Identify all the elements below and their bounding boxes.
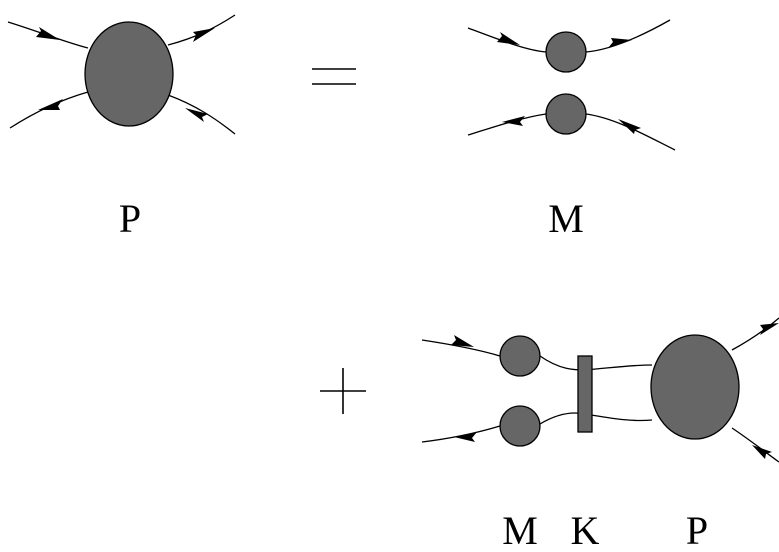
mkp-arrow-bottom-in xyxy=(752,445,772,459)
p-arrow-bottom-out xyxy=(38,99,63,110)
m-top-blob xyxy=(545,31,587,73)
m-arrow-top-out xyxy=(608,38,632,48)
label-m-top: M xyxy=(548,196,584,241)
label-p-left: P xyxy=(119,196,141,241)
mkp-outgoing-bottom-line xyxy=(421,425,501,443)
p-four-point-diagram xyxy=(7,14,236,135)
label-p-bottom: P xyxy=(686,508,708,552)
mkp-kernel-bar xyxy=(577,355,593,433)
mkp-m-bottom-blob xyxy=(499,405,541,447)
m-bottom-blob xyxy=(545,93,587,135)
mkp-ladder-diagram xyxy=(421,317,779,463)
mkp-top-connector xyxy=(539,355,653,371)
mkp-incoming-bottom-line xyxy=(731,427,779,463)
mkp-arrow-top-in xyxy=(451,335,474,347)
m-disconnected-diagram xyxy=(467,19,676,151)
p-blob xyxy=(84,21,174,127)
equals-sign xyxy=(312,68,356,85)
m-arrow-bottom-in xyxy=(618,119,641,134)
mkp-p-blob xyxy=(650,334,740,440)
label-m-bottom: M xyxy=(502,508,538,552)
mkp-m-top-blob xyxy=(499,335,541,377)
m-arrow-top-in xyxy=(497,32,520,45)
label-k-bottom: K xyxy=(571,508,600,552)
p-arrow-top-in xyxy=(36,27,60,40)
plus-sign xyxy=(320,368,366,414)
mkp-outgoing-top-line xyxy=(731,317,779,351)
p-arrow-bottom-in xyxy=(185,108,208,122)
p-incoming-bottom-line xyxy=(167,94,236,135)
mkp-arrow-bottom-out xyxy=(454,432,477,442)
mkp-bottom-connector xyxy=(539,412,653,425)
p-outgoing-top-line xyxy=(167,14,236,46)
mkp-arrow-top-out xyxy=(760,323,779,335)
p-arrow-top-out xyxy=(193,28,215,42)
m-arrow-bottom-out xyxy=(502,116,525,126)
mkp-incoming-top-line xyxy=(421,339,501,357)
